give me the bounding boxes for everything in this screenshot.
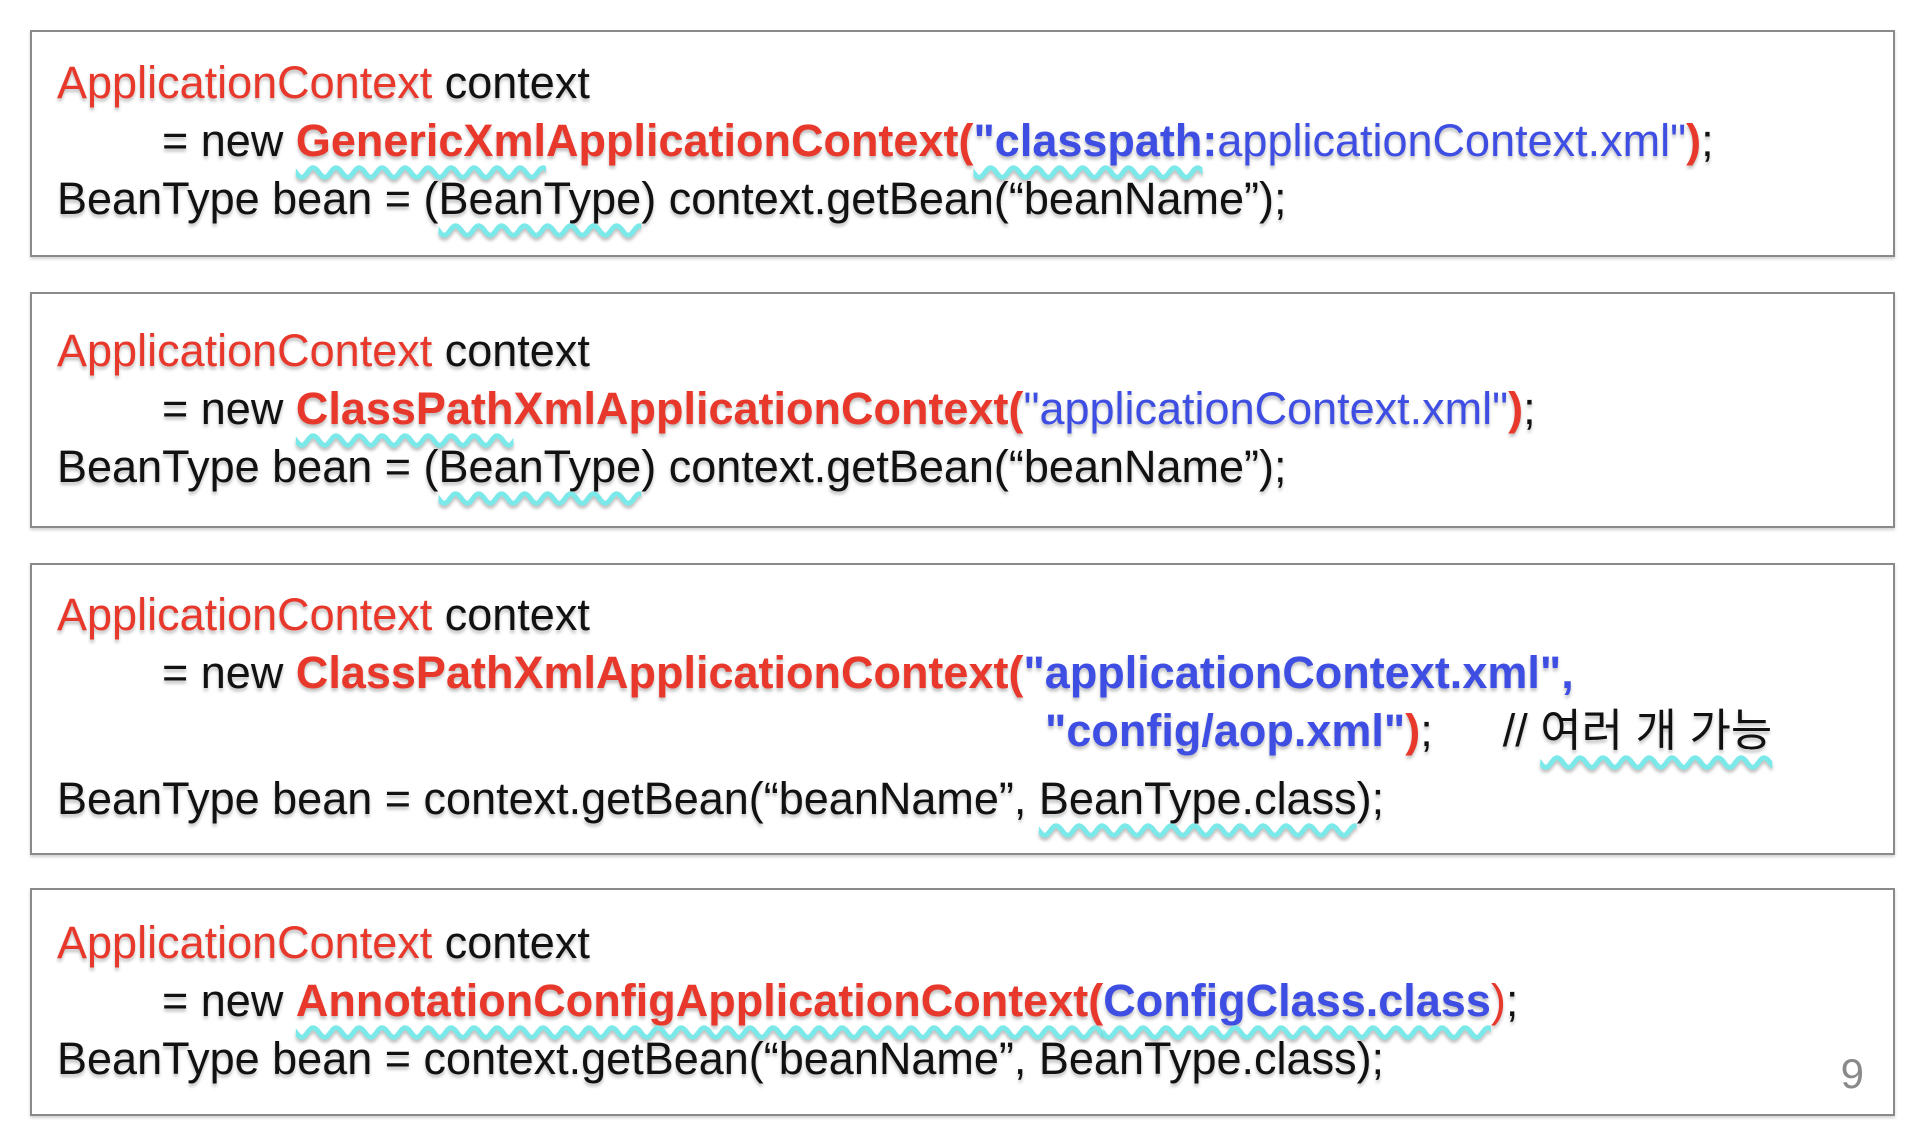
variable-name: context <box>432 57 590 108</box>
code-text: BeanType bean = context.getBean(“beanNam… <box>57 1033 1385 1084</box>
string-arg: "applicationContext.xml" <box>1023 383 1509 434</box>
close-paren: ) <box>1405 705 1421 756</box>
class-name: ApplicationContext( <box>545 115 974 166</box>
class-name-underlined: AnnotationConfigApplicationContext( <box>295 975 1104 1026</box>
type-name: ApplicationContext <box>57 917 433 968</box>
type-name: ApplicationContext <box>57 57 433 108</box>
code-box-classpath-xml-multi: ApplicationContext context = new ClassPa… <box>30 563 1895 855</box>
class-name: XmlApplicationContext( <box>513 383 1024 434</box>
code-line: BeanType bean = context.getBean(“beanNam… <box>57 770 1893 828</box>
class-name-underlined: GenericXml <box>295 115 546 166</box>
type-name: ApplicationContext <box>57 325 433 376</box>
code-line: BeanType bean = context.getBean(“beanNam… <box>57 1030 1893 1088</box>
comment-slashes: // <box>1502 705 1541 756</box>
cast-type-underlined: BeanType <box>438 173 642 224</box>
string-arg-colon: : <box>1202 115 1218 166</box>
class-name-underlined: ClassPath <box>295 383 514 434</box>
variable-name: context <box>432 325 590 376</box>
bean-type-class-underlined: BeanType.class <box>1038 773 1357 824</box>
cast-type-underlined: BeanType <box>438 441 642 492</box>
code-line: = new ClassPathXmlApplicationContext("ap… <box>57 644 1893 702</box>
variable-name: context <box>432 589 590 640</box>
string-arg: "config/aop.xml" <box>1045 705 1406 756</box>
class-name: ClassPathXmlApplicationContext( <box>295 647 1024 698</box>
string-arg: applicationContext.xml" <box>1217 115 1687 166</box>
code-box-classpath-xml: ApplicationContext context = new ClassPa… <box>30 292 1895 528</box>
code-line: ApplicationContext context <box>57 586 1893 644</box>
page-number: 9 <box>1840 1050 1864 1097</box>
close-paren: ) <box>1490 975 1506 1026</box>
code-line: BeanType bean = (BeanType) context.getBe… <box>57 438 1893 496</box>
code-text: BeanType bean = ( <box>57 441 439 492</box>
code-text: BeanType bean = ( <box>57 173 439 224</box>
code-text: ); <box>1356 773 1385 824</box>
new-keyword: = new <box>162 383 296 434</box>
string-arg-underlined: "classpath <box>973 115 1203 166</box>
code-line: = new AnnotationConfigApplicationContext… <box>57 972 1893 1030</box>
new-keyword: = new <box>162 115 296 166</box>
semicolon: ; <box>1701 115 1714 166</box>
semicolon: ; <box>1523 383 1536 434</box>
code-text: ) context.getBean(“beanName”); <box>641 441 1287 492</box>
code-line: "config/aop.xml"); // 여러 개 가능 <box>57 702 1893 760</box>
close-paren: ) <box>1508 383 1524 434</box>
new-keyword: = new <box>162 975 296 1026</box>
code-text: ) context.getBean(“beanName”); <box>641 173 1287 224</box>
variable-name: context <box>432 917 590 968</box>
code-box-generic-xml: ApplicationContext context = new Generic… <box>30 30 1895 257</box>
code-line: = new GenericXmlApplicationContext("clas… <box>57 112 1893 170</box>
close-paren: ) <box>1686 115 1702 166</box>
comment-korean-underlined: 여러 개 가능 <box>1540 705 1773 756</box>
code-line: ApplicationContext context <box>57 914 1893 972</box>
new-keyword: = new <box>162 647 296 698</box>
string-arg: "applicationContext.xml", <box>1023 647 1574 698</box>
config-class-underlined: ConfigClass.class <box>1103 975 1491 1026</box>
type-name: ApplicationContext <box>57 589 433 640</box>
code-line: ApplicationContext context <box>57 322 1893 380</box>
code-line: = new ClassPathXmlApplicationContext("ap… <box>57 380 1893 438</box>
semicolon: ; <box>1505 975 1519 1026</box>
semicolon: ; <box>1420 705 1433 756</box>
code-line: BeanType bean = (BeanType) context.getBe… <box>57 170 1893 228</box>
code-text: BeanType bean = context.getBean(“beanNam… <box>57 773 1039 824</box>
code-line: ApplicationContext context <box>57 54 1893 112</box>
code-box-annotation-config: ApplicationContext context = new Annotat… <box>30 888 1895 1116</box>
